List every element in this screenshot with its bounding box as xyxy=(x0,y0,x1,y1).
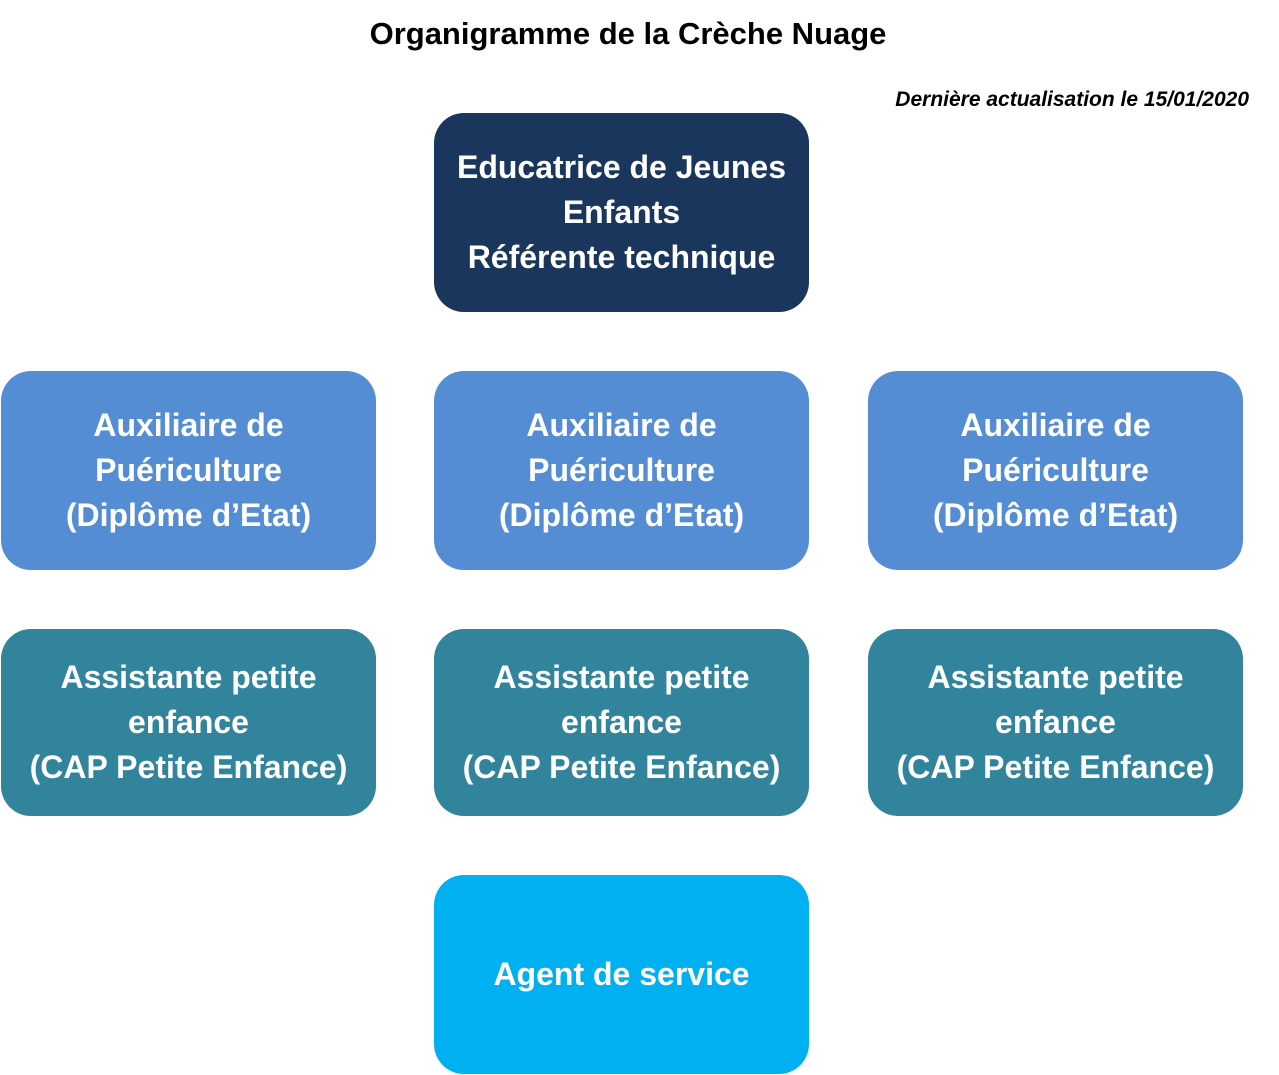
org-box-assistante-1: Assistante petite enfance (CAP Petite En… xyxy=(1,629,376,816)
org-box-agent-service: Agent de service xyxy=(434,875,809,1074)
last-update-date: Dernière actualisation le 15/01/2020 xyxy=(895,88,1249,111)
box-line: enfance xyxy=(561,704,682,740)
box-line: Auxiliaire de xyxy=(526,407,717,443)
box-line: (CAP Petite Enfance) xyxy=(29,749,348,785)
org-box-auxiliaire-2: Auxiliaire de Puériculture (Diplôme d’Et… xyxy=(434,371,809,570)
box-line: (CAP Petite Enfance) xyxy=(896,749,1215,785)
org-box-assistante-3: Assistante petite enfance (CAP Petite En… xyxy=(868,629,1243,816)
box-line: Auxiliaire de xyxy=(93,407,284,443)
box-line: enfance xyxy=(995,704,1116,740)
box-line: Enfants xyxy=(562,194,681,230)
org-box-auxiliaire-1: Auxiliaire de Puériculture (Diplôme d’Et… xyxy=(1,371,376,570)
box-line: Agent de service xyxy=(493,956,750,992)
box-line: Puériculture xyxy=(962,452,1149,488)
box-line: (Diplôme d’Etat) xyxy=(498,497,745,533)
box-line: (Diplôme d’Etat) xyxy=(65,497,312,533)
box-line: Auxiliaire de xyxy=(960,407,1151,443)
box-line: Assistante petite xyxy=(60,659,317,695)
box-line: Puériculture xyxy=(528,452,715,488)
box-line: enfance xyxy=(128,704,249,740)
org-box-educatrice: Educatrice de Jeunes Enfants Référente t… xyxy=(434,113,809,312)
box-line: Assistante petite xyxy=(927,659,1184,695)
box-line: (CAP Petite Enfance) xyxy=(462,749,781,785)
box-line: Educatrice de Jeunes xyxy=(456,149,787,185)
box-line: Référente technique xyxy=(467,239,776,275)
box-line: Puériculture xyxy=(95,452,282,488)
page-title: Organigramme de la Crèche Nuage xyxy=(369,16,887,51)
box-line: Assistante petite xyxy=(493,659,750,695)
box-line: (Diplôme d’Etat) xyxy=(932,497,1179,533)
org-box-assistante-2: Assistante petite enfance (CAP Petite En… xyxy=(434,629,809,816)
org-box-auxiliaire-3: Auxiliaire de Puériculture (Diplôme d’Et… xyxy=(868,371,1243,570)
